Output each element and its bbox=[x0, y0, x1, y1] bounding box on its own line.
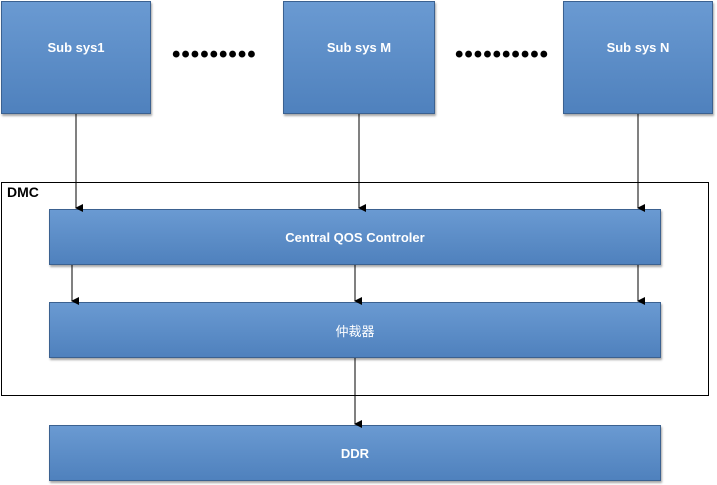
ddr-label: DDR bbox=[340, 445, 370, 461]
subsystem-m-box: Sub sys M bbox=[283, 1, 435, 114]
subsystem-n-box: Sub sys N bbox=[563, 1, 713, 114]
ellipsis-separator-1: ••••••••• bbox=[172, 41, 257, 68]
subsystem-n-label: Sub sys N bbox=[606, 40, 670, 55]
dmc-label: DMC bbox=[7, 184, 39, 200]
subsystem-1-box: Sub sys1 bbox=[1, 1, 151, 114]
ellipsis-separator-2: •••••••••• bbox=[455, 41, 550, 68]
arbiter-box: 仲裁器 bbox=[49, 302, 661, 358]
ddr-box: DDR bbox=[49, 425, 661, 481]
subsystem-m-label: Sub sys M bbox=[326, 40, 392, 55]
qos-controller-label: Central QOS Controler bbox=[285, 229, 425, 245]
subsystem-1-label: Sub sys1 bbox=[47, 40, 105, 55]
arbiter-label: 仲裁器 bbox=[335, 323, 375, 339]
qos-controller-box: Central QOS Controler bbox=[49, 209, 661, 265]
